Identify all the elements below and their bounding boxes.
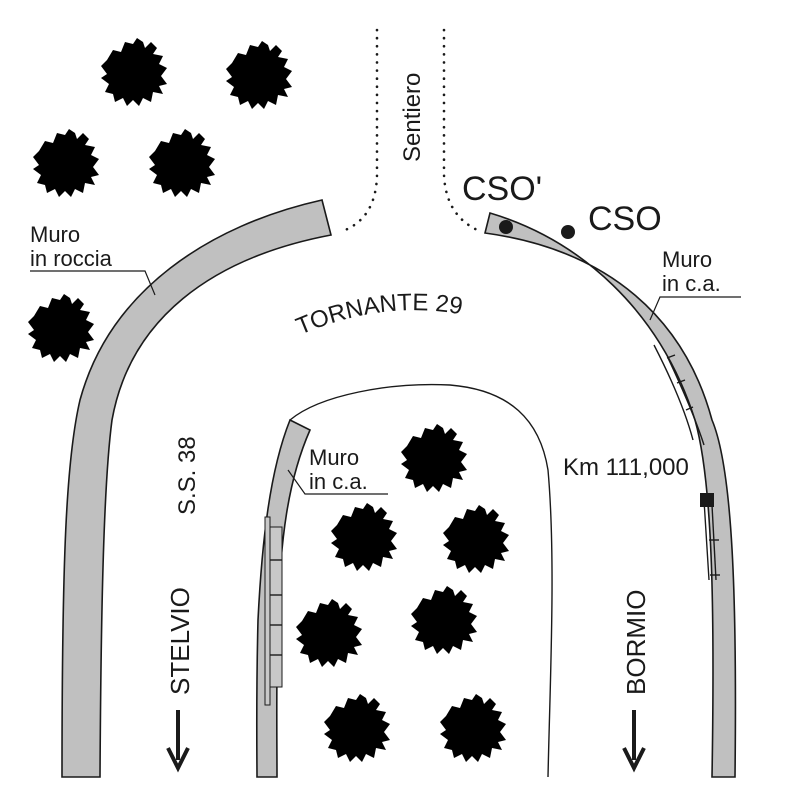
tree-icon <box>226 41 292 109</box>
tree-icon <box>33 129 99 197</box>
tree-icon <box>440 694 506 762</box>
tree-icon <box>324 694 390 762</box>
tree-icon <box>331 503 397 571</box>
cso-prime-label: CSO' <box>462 170 542 208</box>
km-marker-block <box>700 493 714 507</box>
cso-marker <box>561 225 575 239</box>
middle-wall-railing <box>264 516 283 706</box>
muro-roccia-label-1: Muro <box>30 222 80 247</box>
arrow-down-icon-stelvio <box>166 710 190 773</box>
wall-ca-right <box>484 211 737 778</box>
muro-ca-mid-label-2: in c.a. <box>309 469 368 494</box>
muro-ca-right-leader <box>649 296 741 321</box>
muro-ca-mid-label-1: Muro <box>309 445 359 470</box>
arrow-down-icon-bormio <box>622 710 646 773</box>
tree-icon <box>149 129 215 197</box>
inner-island-outline <box>289 383 553 778</box>
wall-rock-left <box>61 199 332 778</box>
tree-icon <box>296 599 362 667</box>
tree-icon <box>401 424 467 492</box>
cso-label: CSO <box>588 200 662 238</box>
road-label: S.S. 38 <box>174 436 201 515</box>
sentiero-label: Sentiero <box>399 73 426 162</box>
tree-icon <box>101 38 167 106</box>
bormio-label: BORMIO <box>621 590 651 695</box>
right-wall-railing <box>653 344 720 581</box>
stelvio-label: STELVIO <box>165 587 195 695</box>
km-label: Km 111,000 <box>563 454 689 481</box>
muro-ca-right-label-1: Muro <box>662 247 712 272</box>
muro-ca-mid-leader <box>287 469 388 495</box>
tree-icon <box>28 294 94 362</box>
tornante-label: TORNANTE 29 <box>292 289 464 340</box>
trail-right <box>442 28 484 234</box>
tornante-text: TORNANTE 29 <box>292 289 464 340</box>
tree-icon <box>411 586 477 654</box>
tree-icon <box>443 505 509 573</box>
trail-left <box>338 28 379 234</box>
muro-roccia-label-2: in roccia <box>30 246 113 271</box>
muro-ca-right-label-2: in c.a. <box>662 271 721 296</box>
cso-prime-marker <box>499 220 513 234</box>
muro-roccia-leader <box>30 270 156 296</box>
